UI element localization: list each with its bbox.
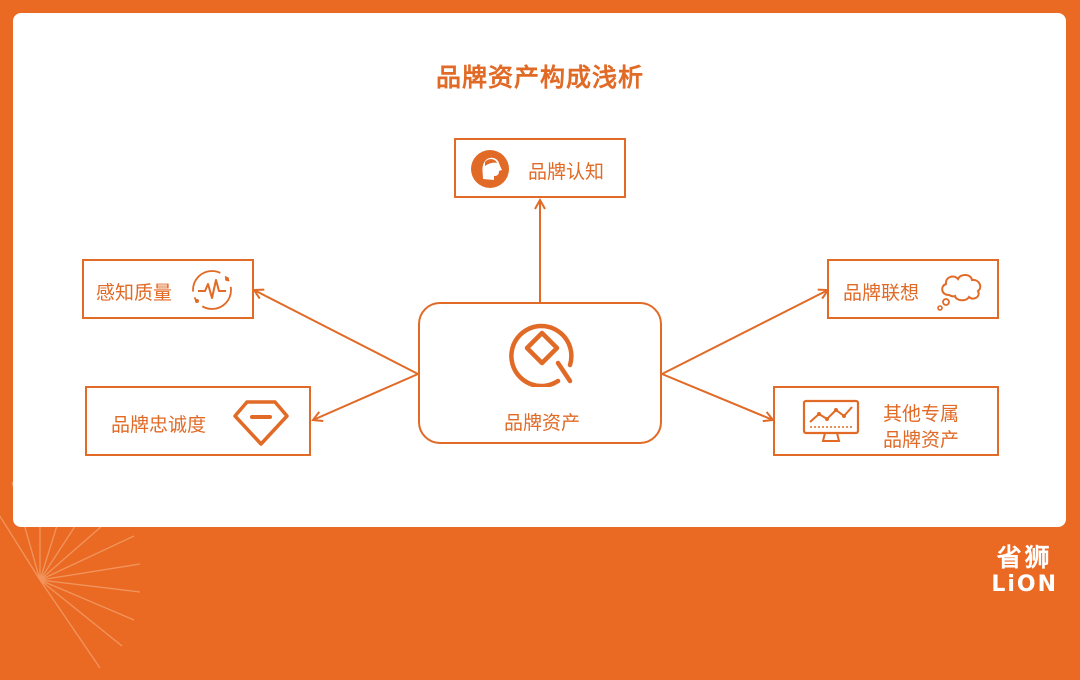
node-brand-loyalty: 品牌忠诚度: [85, 386, 311, 456]
node-label-right-bottom-line2: 品牌资产: [883, 429, 960, 451]
brand-logo: 省狮 LiON: [991, 538, 1058, 597]
logo-english-text: LiON: [991, 572, 1058, 597]
logo-chinese-text: 省狮: [996, 543, 1053, 572]
node-perceived-quality: 感知质量: [82, 259, 254, 319]
brand-asset-icon: [509, 323, 574, 387]
node-label-left-top: 感知质量: [96, 282, 173, 304]
thought-cloud-icon: [937, 274, 982, 311]
head-profile-icon: [471, 150, 509, 188]
monitor-chart-icon: [802, 399, 860, 442]
pulse-monitor-icon: [192, 270, 232, 310]
node-label-right-top: 品牌联想: [843, 282, 920, 304]
node-brand-awareness: 品牌认知: [454, 138, 626, 198]
node-label-left-bottom: 品牌忠诚度: [111, 414, 207, 436]
node-brand-association: 品牌联想: [827, 259, 999, 319]
node-brand-equity: 品牌资产: [418, 302, 662, 444]
node-other-proprietary-assets: 其他专属 品牌资产: [773, 386, 999, 456]
diagram-title: 品牌资产构成浅析: [435, 63, 644, 92]
node-label-right-bottom-line1: 其他专属: [883, 403, 960, 425]
node-label-center: 品牌资产: [504, 412, 581, 434]
node-label-top: 品牌认知: [528, 161, 605, 183]
diamond-icon: [233, 400, 289, 446]
